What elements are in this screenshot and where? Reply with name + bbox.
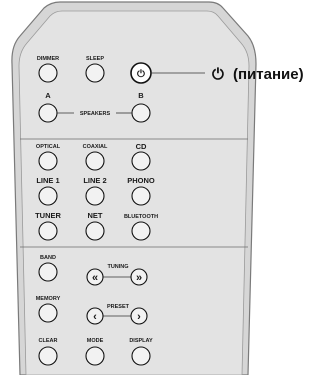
memory-label: MEMORY (36, 296, 61, 302)
clear-label: CLEAR (39, 338, 58, 344)
speaker-b-label: B (138, 91, 144, 100)
sleep-label: SLEEP (86, 56, 104, 62)
cd-label: CD (136, 142, 147, 151)
sleep-button[interactable] (85, 63, 105, 83)
net-button[interactable] (85, 221, 105, 241)
preset-down-button[interactable] (86, 307, 104, 325)
preset-down-icon: ‹ (93, 311, 97, 323)
bluetooth-button[interactable] (131, 221, 151, 241)
speaker-a-button[interactable] (38, 103, 58, 123)
tuning-down-button[interactable] (86, 268, 104, 286)
speaker-b-button[interactable] (131, 103, 151, 123)
net-label: NET (88, 211, 103, 220)
tuner-button[interactable] (38, 221, 58, 241)
memory-button[interactable] (38, 303, 58, 323)
line1-label: LINE 1 (36, 176, 59, 185)
coaxial-label: COAXIAL (83, 144, 108, 150)
power-icon: ⏻ (137, 68, 145, 80)
phono-label: PHONO (127, 176, 155, 185)
tuner-label: TUNER (35, 211, 61, 220)
tuning-down-icon: « (92, 272, 98, 284)
bluetooth-label: BLUETOOTH (124, 214, 158, 220)
display-label: DISPLAY (129, 338, 153, 344)
cd-button[interactable] (131, 151, 151, 171)
optical-label: OPTICAL (36, 144, 61, 150)
line2-label: LINE 2 (83, 176, 106, 185)
line2-button[interactable] (85, 186, 105, 206)
display-button[interactable] (131, 346, 151, 366)
coaxial-button[interactable] (85, 151, 105, 171)
preset-up-icon: › (137, 311, 141, 323)
mode-label: MODE (87, 338, 104, 344)
tuning-up-button[interactable] (130, 268, 148, 286)
speaker-a-label: A (45, 91, 51, 100)
speakers-label: SPEAKERS (80, 111, 111, 117)
preset-label: PRESET (107, 304, 130, 310)
dimmer-label: DIMMER (37, 56, 59, 62)
clear-button[interactable] (38, 346, 58, 366)
tuning-label: TUNING (107, 264, 128, 270)
band-button[interactable] (38, 262, 58, 282)
preset-up-button[interactable] (130, 307, 148, 325)
callout-power-icon: ⏻ (212, 66, 224, 83)
band-label: BAND (40, 255, 56, 261)
line1-button[interactable] (38, 186, 58, 206)
dimmer-button[interactable] (38, 63, 58, 83)
phono-button[interactable] (131, 186, 151, 206)
callout-label: (питание) (233, 66, 304, 83)
mode-button[interactable] (85, 346, 105, 366)
optical-button[interactable] (38, 151, 58, 171)
tuning-up-icon: » (136, 272, 142, 284)
